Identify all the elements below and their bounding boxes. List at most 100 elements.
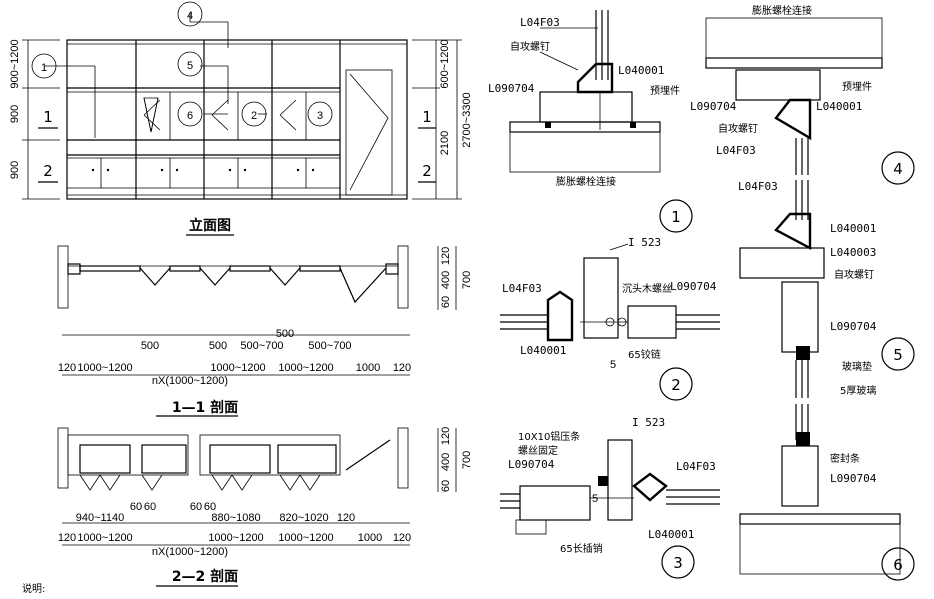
drawing-label: 700 (461, 451, 473, 469)
drawing-label: 预埋件 (842, 81, 872, 93)
drawing-label: L040001 (648, 528, 694, 541)
drawing-label: 700 (461, 271, 473, 289)
detail-1-drawing (509, 10, 661, 173)
detail-2-labels: I 523 L04F03 沉头木螺丝 L090704 L040001 65铰链 … (502, 236, 717, 371)
drawing-label: 400 (440, 453, 452, 471)
elevation-title: 立面图 (189, 217, 231, 234)
drawing-label: 60 (130, 501, 142, 513)
drawing-label: 1000 (356, 362, 380, 374)
drawing-label: nX(1000~1200) (152, 375, 228, 387)
drawing-label: 5 (610, 359, 616, 371)
callout-3: 3 (307, 101, 333, 127)
drawing-label: 5厚玻璃 (840, 384, 876, 397)
drawing-label: 820~1020 (279, 512, 328, 524)
detail-3-drawing (500, 439, 720, 535)
elevation-drawing (44, 12, 408, 200)
drawing-label: 2 (251, 110, 257, 122)
drawing-label: 60 (190, 501, 202, 513)
drawing-label: 1000~1200 (278, 362, 333, 374)
drawing-label: 4 (893, 160, 903, 178)
drawing-label: 600~1200 (439, 39, 451, 88)
drawing-label: 1000~1200 (210, 362, 265, 374)
drawing-label: 5 (187, 60, 193, 72)
drawing-label: 900 (9, 161, 21, 179)
drawing-label: L040003 (830, 246, 876, 259)
drawing-label: 预埋件 (650, 85, 680, 97)
detail-3-number: 3 (661, 545, 695, 579)
drawing-label: 膨胀螺栓连接 (556, 175, 616, 188)
section-1-dims-top: 500 500 500~700 500 500~700 (141, 328, 352, 352)
drawing-label: 膨胀螺栓连接 (752, 4, 812, 17)
detail-1-labels: L04F03 自攻螺钉 L040001 L090704 预埋件 膨胀螺栓连接 (488, 16, 680, 188)
drawing-label: 自攻螺钉 (834, 268, 874, 281)
drawing-label: 60 (440, 480, 452, 492)
drawing-label: L040001 (830, 222, 876, 235)
drawing-label: 沉头木螺丝 (622, 282, 672, 295)
drawing-label: L04F03 (520, 16, 560, 29)
drawing-label: 400 (440, 271, 452, 289)
detail-6-drawing (739, 404, 901, 575)
drawing-label: 2 (422, 162, 432, 180)
drawing-label: L090704 (690, 100, 737, 113)
drawing-label: 1000~1200 (208, 532, 263, 544)
elevation-dims-right: 600~1200 2100 2700~3300 1 2 (412, 39, 473, 200)
drawing-label: 65长插销 (560, 542, 603, 555)
detail-4-drawing (705, 17, 883, 175)
drawing-label: L090704 (670, 280, 717, 293)
detail-2-number: 2 (659, 367, 693, 401)
drawing-label: 500 (209, 340, 227, 352)
drawing-label: L040001 (618, 64, 664, 77)
elevation-dims-left: 900~1200 900 900 1 2 (9, 39, 60, 200)
section-2-dims-top: 940~1140 60 60 60 60 880~1080 820~1020 1… (76, 501, 355, 524)
drawing-label: nX(1000~1200) (152, 546, 228, 558)
drawing-label: 500 (276, 328, 294, 340)
drawing-label: L090704 (830, 320, 877, 333)
detail-5-drawing (739, 180, 825, 398)
drawing-label: I 523 (632, 416, 665, 429)
drawing-label: 1000~1200 (77, 362, 132, 374)
drawing-label: 60 (144, 501, 156, 513)
section-1-title: 1—1 剖面 (172, 399, 238, 416)
drawing-label: 940~1140 (76, 512, 124, 524)
drawing-label: 密封条 (830, 452, 860, 465)
drawing-label: L04F03 (738, 180, 778, 193)
drawing-label: 6 (893, 556, 903, 574)
section-1-dims-right: 120 400 60 700 (437, 246, 473, 310)
drawing-label: 2 (43, 162, 53, 180)
detail-4-labels: 膨胀螺栓连接 预埋件 L090704 L040001 自攻螺钉 L04F03 (690, 4, 872, 157)
drawing-label: 120 (393, 532, 411, 544)
drawing-label: 5 (893, 346, 903, 364)
drawing-label: 120 (440, 427, 452, 445)
drawing-label: 1 (671, 208, 681, 226)
footer-note: 说明: (22, 582, 45, 595)
drawing-label: 1000~1200 (278, 532, 333, 544)
drawing-label: 120 (337, 512, 355, 524)
drawing-label: 60 (440, 296, 452, 308)
detail-3-labels: I 523 10X10铝压条 螺丝固定 L090704 L04F03 5 L04… (508, 416, 716, 555)
drawing-label: L090704 (488, 82, 535, 95)
callout-4: 4 (177, 1, 203, 27)
drawing-label: 4 (187, 10, 193, 22)
detail-6-labels: 密封条 L090704 (830, 452, 877, 485)
drawing-label: 玻璃垫 (842, 360, 872, 373)
detail-1-number: 1 (659, 199, 693, 233)
drawing-label: L040001 (816, 100, 862, 113)
callout-6: 6 (177, 101, 203, 127)
detail-5-labels: L04F03 L040001 L040003 自攻螺钉 L090704 玻璃垫 … (738, 180, 877, 397)
drawing-label: 自攻螺钉 (510, 40, 550, 53)
detail-4-number: 4 (881, 151, 915, 185)
detail-2-drawing (500, 257, 720, 342)
drawing-label: 65铰链 (628, 348, 661, 361)
drawing-label: 120 (440, 247, 452, 265)
drawing-label: L04F03 (502, 282, 542, 295)
callout-2: 2 (241, 101, 267, 127)
section-1-dims-bottom: 120 1000~1200 1000~1200 1000~1200 1000 1… (58, 362, 411, 387)
drawing-label: L04F03 (716, 144, 756, 157)
drawing-label: 500~700 (308, 340, 351, 352)
drawing-label: 6 (187, 110, 193, 122)
drawing-label: 5 (592, 493, 598, 505)
drawing-label: 3 (673, 554, 683, 572)
drawing-label: 1000~1200 (77, 532, 132, 544)
drawing-label: 120 (58, 532, 76, 544)
